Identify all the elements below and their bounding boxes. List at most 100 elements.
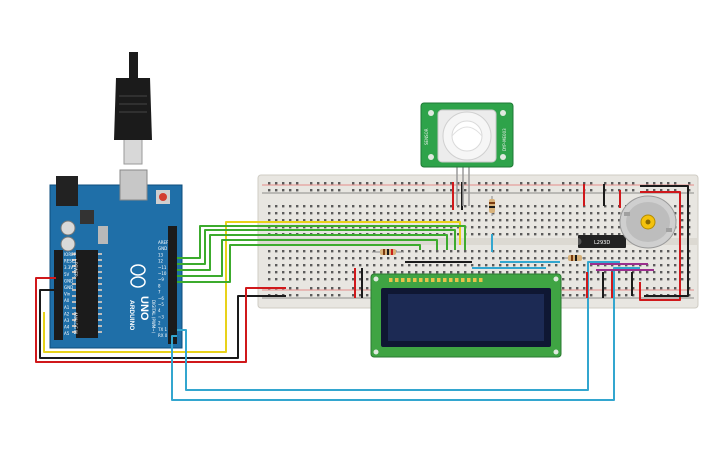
digital-pin-label: RX 0 [158,333,168,338]
breadboard-hole [534,205,537,208]
breadboard-hole [380,226,383,229]
dc-motor[interactable] [619,195,677,249]
breadboard-hole [289,287,292,290]
pir-sensor[interactable]: SENSOR DYP-ME003 [420,102,514,206]
breadboard-hole [485,219,488,222]
lcd-mount-hole [553,349,559,355]
usb-cable [129,52,138,80]
breadboard-hole [555,226,558,229]
breadboard-hole [443,212,446,215]
breadboard-hole [282,271,285,274]
breadboard-hole [324,205,327,208]
breadboard-hole [443,264,446,267]
breadboard-hole [401,182,404,185]
breadboard-hole [422,205,425,208]
power-analog-header[interactable] [54,250,63,340]
breadboard-hole [541,226,544,229]
breadboard-hole [331,271,334,274]
breadboard-hole [429,257,432,260]
breadboard-hole [275,226,278,229]
breadboard-hole [625,287,628,290]
breadboard-hole [450,182,453,185]
reset-button-cap[interactable] [159,193,167,201]
breadboard-hole [296,219,299,222]
breadboard-hole [520,271,523,274]
breadboard-hole [569,271,572,274]
breadboard-hole [408,205,411,208]
breadboard-hole [625,257,628,260]
breadboard-hole [268,189,271,192]
breadboard-hole [310,264,313,267]
wire-black-motor[interactable] [640,185,689,297]
l293d-ic[interactable]: L293D [578,235,626,248]
breadboard-hole [352,219,355,222]
lcd-16x2[interactable] [370,273,562,358]
resistor-3[interactable] [568,255,582,261]
breadboard-hole [548,226,551,229]
breadboard-hole [611,264,614,267]
breadboard-hole [387,219,390,222]
breadboard-hole [541,233,544,236]
wire-green-2[interactable] [177,229,456,265]
breadboard-hole [429,205,432,208]
breadboard-hole [618,257,621,260]
breadboard-hole [408,250,411,253]
wire-green-5[interactable] [177,244,421,283]
breadboard-hole [478,219,481,222]
breadboard-hole [352,189,355,192]
breadboard-hole [296,278,299,281]
wire-green-4[interactable] [177,239,438,277]
breadboard-hole [429,271,432,274]
breadboard-hole [555,205,558,208]
breadboard-hole [282,219,285,222]
lcd-pin [467,278,471,282]
digital-header[interactable] [168,226,177,344]
breadboard-hole [513,250,516,253]
breadboard-hole [590,212,593,215]
breadboard-hole [632,294,635,297]
digital-pin-label: ~11 [158,265,167,270]
breadboard-hole [352,294,355,297]
breadboard-hole [485,189,488,192]
breadboard-hole [373,271,376,274]
breadboard-hole [562,278,565,281]
breadboard-hole [639,250,642,253]
breadboard-hole [422,219,425,222]
breadboard-hole [681,226,684,229]
wire-red-5v[interactable] [35,277,286,363]
breadboard-hole [366,264,369,267]
breadboard-hole [415,212,418,215]
breadboard-hole [352,287,355,290]
breadboard-hole [296,271,299,274]
breadboard-hole [681,250,684,253]
wire-green-3[interactable] [177,234,448,271]
breadboard-hole [520,264,523,267]
breadboard-hole [646,182,649,185]
breadboard-hole [583,264,586,267]
breadboard-hole [674,189,677,192]
breadboard-hole [282,264,285,267]
power-pin-label: A0 [64,298,70,303]
power-pin-label: A1 [64,305,70,310]
breadboard-hole [520,219,523,222]
resistor-1[interactable] [380,249,396,255]
breadboard-hole [562,271,565,274]
breadboard-hole [562,226,565,229]
wire-blue-1[interactable] [177,261,620,391]
wire-red-motor[interactable] [639,191,681,301]
breadboard-hole [394,182,397,185]
breadboard-hole [324,278,327,281]
resistor-2[interactable] [489,199,495,213]
arduino-uno-board[interactable]: ARDUINO UNO DIGITAL (PWM~) POWER ANALOG … [49,52,183,349]
breadboard-hole [618,287,621,290]
breadboard-hole [359,250,362,253]
breadboard-hole [296,205,299,208]
wire-blue-2[interactable] [171,267,640,401]
breadboard-hole [604,226,607,229]
breadboard-hole [499,182,502,185]
breadboard-hole [562,264,565,267]
analog-section-label: ANALOG IN [73,312,78,334]
breadboard-hole [590,205,593,208]
wire-green-1[interactable] [177,225,466,259]
breadboard-hole [415,250,418,253]
